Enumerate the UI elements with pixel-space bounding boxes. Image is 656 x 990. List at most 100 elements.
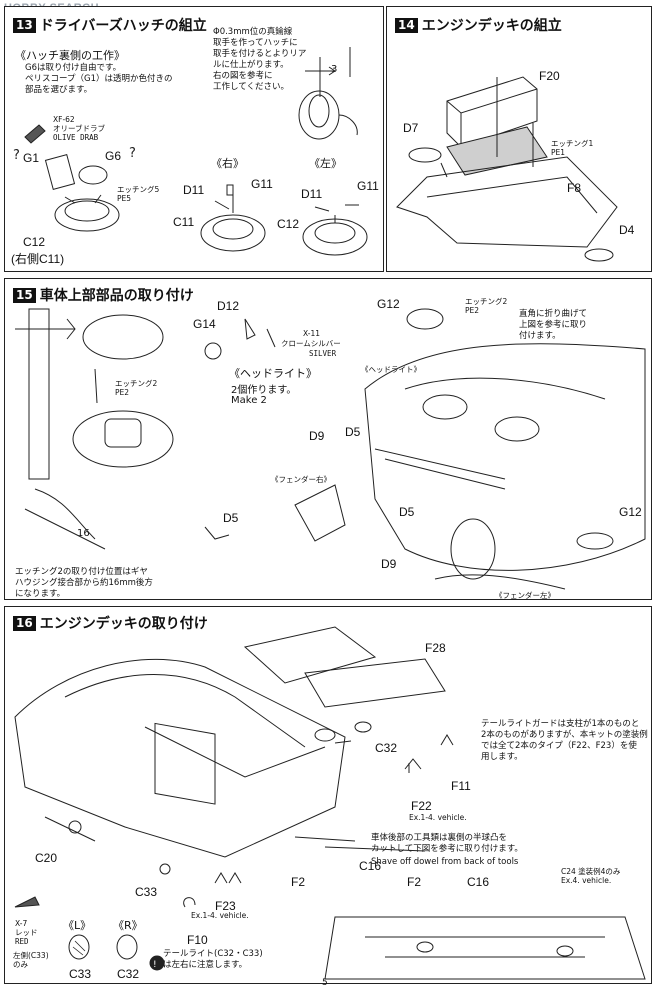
- part-g14: G14: [193, 317, 216, 331]
- step13-paint-name: オリーブドラブ: [53, 124, 106, 133]
- step16-number: 16: [13, 615, 36, 631]
- step15-header: 15 車体上部部品の取り付け: [13, 285, 194, 305]
- svg-text:!: !: [153, 960, 157, 970]
- part-c33: C33: [135, 885, 158, 899]
- part-f10: F10: [187, 933, 208, 947]
- step14-etch: エッチング1 PE1: [551, 139, 594, 157]
- step15-panel: 15 車体上部部品の取り付け エッチング2 PE2 エッチング2 PE2 X-1…: [4, 278, 652, 600]
- part-c20: C20: [35, 851, 58, 865]
- step13-dim-3: 3: [331, 64, 338, 75]
- step14-number: 14: [395, 17, 418, 33]
- part-g11-b: G11: [357, 179, 379, 193]
- step16-paint-code: X-7: [15, 919, 28, 928]
- step15-etch-left: エッチング2 PE2: [115, 379, 158, 397]
- step13-number: 13: [13, 17, 36, 33]
- part-d5-left: D5: [223, 511, 239, 525]
- step15-number: 15: [13, 287, 36, 303]
- part-f2-inset: F2: [407, 875, 422, 889]
- step13-etch: エッチング5 PE5: [117, 185, 160, 203]
- step14-panel: 14 エンジンデッキの組立 F20 D7 エッチング1 PE1 F8 D4: [386, 6, 652, 272]
- step15-paint-code: X-11: [303, 329, 321, 338]
- part-f11: F11: [451, 779, 471, 793]
- part-d5-a: D5: [345, 425, 361, 439]
- step16-dowel-note-jp: 車体後部の工具類は裏側の半球凸を カットして下図を参考に取り付けます。: [371, 833, 523, 854]
- part-c16-inset: C16: [467, 875, 490, 889]
- part-f22: F22: [411, 799, 432, 813]
- part-c32: C32: [375, 741, 398, 755]
- step15-fender-left: 《フェンダー左》: [495, 591, 555, 600]
- step13-paint-en: OLIVE DRAB: [53, 133, 99, 142]
- part-c32-bottom: C32: [117, 967, 140, 981]
- step15-drawing: [15, 308, 646, 590]
- step15-fold-note: 直角に折り曲げて 上図を参考に取り 付けます。: [519, 309, 588, 341]
- step16-paint-name: レッド: [15, 928, 38, 937]
- step13-paint-code: XF-62: [53, 115, 75, 124]
- step16-L-label: 《L》: [63, 919, 92, 932]
- part-d9-a: D9: [309, 429, 325, 443]
- step15-headlight-label2: 《ヘッドライト》: [361, 365, 421, 374]
- step16-header: 16 エンジンデッキの取り付け: [13, 613, 208, 633]
- part-d9-b: D9: [381, 557, 397, 571]
- step15-dim-16: 16: [77, 528, 90, 539]
- part-g12-top: G12: [377, 297, 400, 311]
- rear-inset: [324, 916, 646, 980]
- engine-deck-piece: [243, 626, 377, 684]
- part-f20: F20: [539, 69, 560, 83]
- step15-make2-jp: 2個作ります。: [231, 385, 297, 396]
- step16-paint-en: RED: [15, 937, 29, 946]
- part-f28: F28: [425, 641, 446, 655]
- step13-header: 13 ドライバーズハッチの組立: [13, 15, 207, 35]
- step15-paint-en: SILVER: [309, 349, 337, 358]
- step14-header: 14 エンジンデッキの組立: [395, 15, 562, 35]
- step16-guard-note: テールライトガードは支柱が1本のものと 2本のものがありますが、本キットの塗装例…: [481, 719, 648, 762]
- hull-rear: [14, 658, 346, 858]
- part-c12-right: C12: [277, 217, 300, 231]
- step16-drawing: !: [14, 626, 646, 980]
- engine-deck-cover: [446, 76, 538, 148]
- part-c11: C11: [173, 215, 195, 229]
- step13-subheading: 《ハッチ裏側の工作》: [15, 49, 125, 62]
- part-d5-b: D5: [399, 505, 415, 519]
- step14-drawing: [396, 76, 618, 262]
- step13-note-right: Φ0.3mm位の真鍮線 取手を作ってハッチに 取手を付けるとよりリア ルに仕上が…: [213, 27, 307, 92]
- svg-text:?: ?: [13, 148, 20, 163]
- hatch-left-outline: [54, 198, 120, 232]
- step13-panel: 13 ドライバーズハッチの組立 《ハッチ裏側の工作》 G6は取り付け自由です。 …: [4, 6, 384, 272]
- part-d11-a: D11: [183, 183, 205, 197]
- step15-position-note: エッチング2の取り付け位置はギヤ ハウジング接合部から約16mm後方 になります…: [15, 567, 153, 599]
- step16-f23-note: Ex.1-4. vehicle.: [191, 911, 249, 920]
- part-f23: F23: [215, 899, 236, 913]
- step16-c24-note: C24 塗装例4のみ Ex.4. vehicle.: [561, 867, 621, 885]
- part-g6: G6: [105, 149, 122, 163]
- step16-dowel-note-en: Shave off dowel from back of tools: [371, 857, 519, 867]
- part-d4: D4: [619, 223, 635, 237]
- step16-taillight-note: テールライト(C32・C33) は左右に注意します。: [163, 949, 263, 970]
- part-g11-a: G11: [251, 177, 273, 191]
- part-g12-bottom: G12: [619, 505, 642, 519]
- part-c33-bottom: C33: [69, 967, 92, 981]
- step15-headlight-label: 《ヘッドライト》: [229, 367, 317, 380]
- step16-panel: 16 エンジンデッキの取り付け テールライトガードは支柱が1本のものと 2本のも…: [4, 606, 652, 984]
- part-f8: F8: [567, 181, 582, 195]
- part-g1: G1: [23, 151, 40, 165]
- step15-fender-right: 《フェンダー右》: [271, 475, 331, 484]
- part-d11-b: D11: [301, 187, 323, 201]
- step15-paint-name: クロームシルバー: [281, 339, 341, 348]
- part-d12: D12: [217, 299, 240, 313]
- page-number: 5: [322, 978, 328, 988]
- step16-title: エンジンデッキの取り付け: [39, 616, 208, 632]
- part-c12-left: C12: [23, 235, 46, 249]
- step13-left-label: 《左》: [309, 157, 342, 170]
- step13-drawing: ? ?: [13, 47, 368, 256]
- step13-right-label: 《右》: [211, 157, 244, 170]
- svg-text:?: ?: [129, 146, 136, 161]
- step16-left-side-note: 左側(C33) のみ: [13, 951, 49, 969]
- part-d7: D7: [403, 121, 419, 135]
- part-f2: F2: [291, 875, 306, 889]
- step15-title: 車体上部部品の取り付け: [39, 288, 194, 304]
- part-c16: C16: [359, 859, 382, 873]
- step14-title: エンジンデッキの組立: [421, 18, 562, 34]
- step16-f22-note: Ex.1-4. vehicle.: [409, 813, 467, 822]
- part-c12-note: (右側C11): [11, 252, 65, 266]
- step16-R-label: 《R》: [113, 919, 143, 932]
